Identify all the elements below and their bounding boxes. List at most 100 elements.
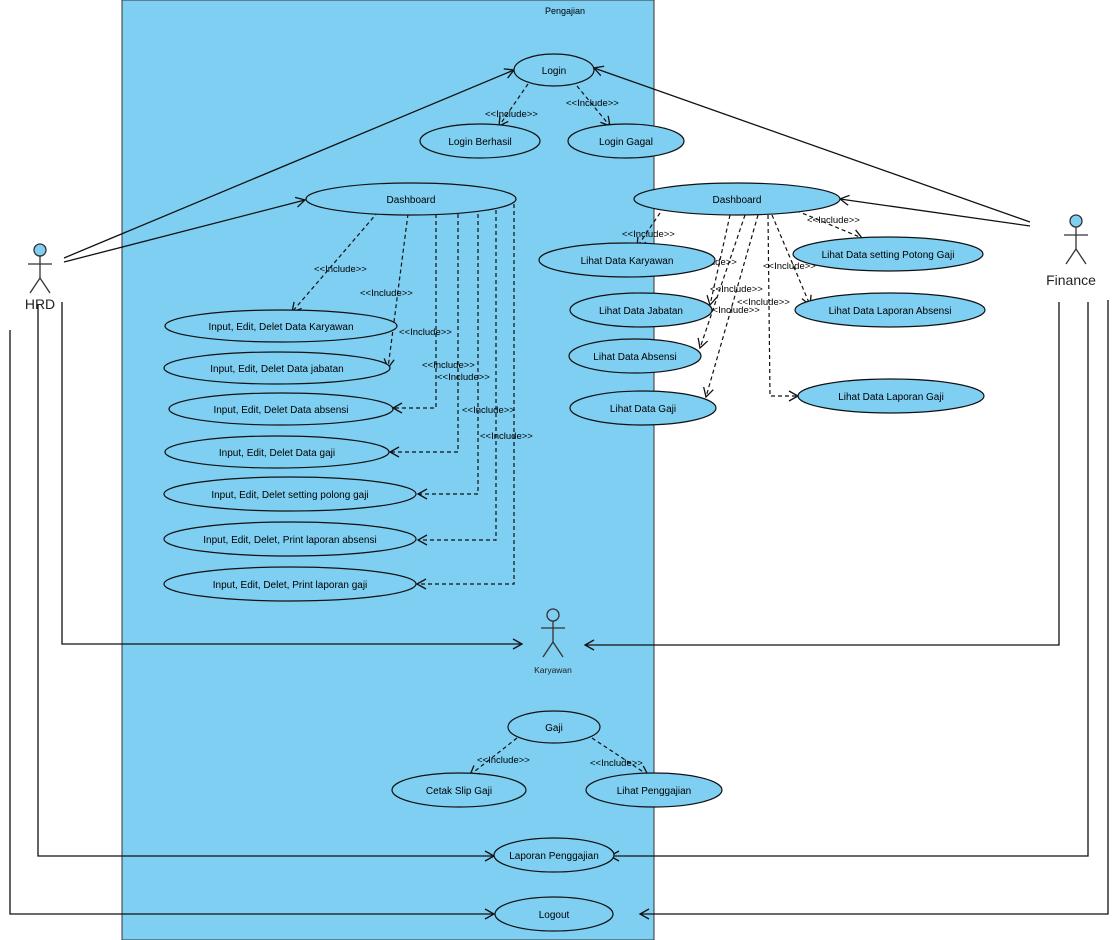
usecase-hrd-item-5[interactable]	[163, 476, 417, 512]
usecase-fin-right-label: Lihat Data Laporan Gaji	[838, 392, 944, 403]
usecase-fin-right-label: Lihat Data setting Potong Gaji	[822, 250, 955, 261]
include-fin-7	[767, 214, 800, 402]
assoc-finance-karyawan	[583, 302, 1060, 651]
assoc-hrd-login	[63, 68, 516, 259]
usecase-logout[interactable]	[494, 896, 614, 932]
include-fin-3	[697, 214, 746, 350]
usecase-hrd-item-label: Input, Edit, Delet, Print laporan absens…	[203, 535, 376, 546]
include-label: <<Include>>	[314, 264, 367, 275]
usecase-fin-left-label: Lihat Data Karyawan	[581, 256, 674, 267]
usecase-hrd-item-label: Input, Edit, Delet setting polong gaji	[211, 490, 368, 501]
include-fin-5	[789, 207, 864, 240]
assoc-hrd-dashboard	[63, 196, 307, 263]
usecase-hrd-item-label: Input, Edit, Delet Data Karyawan	[208, 322, 353, 333]
assoc-finance-logout	[638, 300, 1109, 920]
usecase-fin-left-2[interactable]	[569, 292, 713, 328]
usecase-fin-right-3[interactable]	[797, 378, 985, 414]
include-label: <<Include>>	[707, 305, 760, 316]
include-label: <<Include>>	[437, 372, 490, 383]
assoc-finance-laporan	[608, 302, 1089, 862]
actor-head-icon	[1069, 214, 1083, 228]
usecase-cetak-slip-label: Cetak Slip Gaji	[426, 786, 492, 797]
include-fin-6	[771, 214, 812, 307]
usecase-fin-left-label: Lihat Data Absensi	[593, 352, 676, 363]
include-hrd-5	[416, 214, 479, 500]
include-label: <<Include>>	[710, 284, 763, 295]
usecase-hrd-item-label: Input, Edit, Delet Data jabatan	[210, 364, 343, 375]
include-login-gagal	[576, 85, 611, 128]
include-label: <<Include>>	[566, 98, 619, 109]
actor-karyawan[interactable]	[541, 608, 565, 658]
include-label: <<Include>>	[807, 215, 860, 226]
usecase-fin-right-label: Lihat Data Laporan Absensi	[829, 306, 952, 317]
assoc-finance-login	[592, 65, 1031, 223]
include-login-berhasil	[498, 83, 529, 128]
assoc-hrd-logout	[9, 330, 496, 920]
usecase-login-berhasil[interactable]	[419, 123, 541, 159]
usecase-hrd-item-label: Input, Edit, Delet, Print laporan gaji	[213, 580, 368, 591]
usecase-lihat-penggajian-label: Lihat Penggajian	[617, 786, 692, 797]
assoc-hrd-laporan	[37, 305, 496, 862]
include-label: <<Include>>	[399, 327, 452, 338]
actor-head-icon	[546, 608, 560, 622]
include-label: <<Include>>	[622, 229, 675, 240]
usecase-hrd-item-7[interactable]	[163, 566, 417, 602]
usecase-fin-right-1[interactable]	[792, 236, 984, 272]
usecase-fin-left-3[interactable]	[568, 338, 702, 374]
usecase-fin-left-label: Lihat Data Jabatan	[599, 306, 683, 317]
usecase-fin-left-4[interactable]	[569, 390, 717, 426]
usecase-fin-right-2[interactable]	[794, 292, 986, 328]
include-label: <<Include>>	[485, 109, 538, 120]
usecase-login[interactable]	[513, 53, 595, 87]
usecase-dashboard-finance-label: Dashboard	[713, 195, 762, 206]
usecase-login-berhasil-label: Login Berhasil	[448, 137, 511, 148]
usecase-hrd-item-4[interactable]	[164, 435, 390, 469]
usecase-dashboard-finance[interactable]	[633, 182, 841, 216]
include-hrd-7	[415, 204, 515, 590]
usecase-hrd-item-label: Input, Edit, Delet Data gaji	[219, 448, 335, 459]
usecase-hrd-item-2[interactable]	[163, 351, 391, 385]
include-hrd-2	[383, 213, 409, 370]
include-label: <<Include>>	[763, 261, 816, 272]
actor-hrd[interactable]	[28, 243, 52, 294]
usecase-login-gagal-label: Login Gagal	[599, 137, 653, 148]
usecase-laporan-penggajian[interactable]	[493, 837, 615, 873]
include-label: <<Include>>	[737, 297, 790, 308]
usecase-dashboard-hrd[interactable]	[305, 182, 517, 216]
include-fin-4	[703, 214, 759, 399]
include-label: <<Include>>	[462, 405, 515, 416]
usecase-login-gagal[interactable]	[567, 123, 685, 159]
usecase-login-label: Login	[542, 66, 566, 77]
usecase-fin-left-label: Lihat Data Gaji	[610, 404, 676, 415]
usecase-dashboard-hrd-label: Dashboard	[387, 195, 436, 206]
include-hrd-4	[388, 214, 459, 458]
include-hrd-3	[391, 214, 437, 414]
include-gaji-cetak	[468, 737, 518, 776]
usecase-logout-label: Logout	[539, 910, 570, 921]
actor-finance-label: Finance	[1046, 272, 1096, 288]
actor-hrd-label: HRD	[25, 296, 55, 312]
assoc-finance-dashboard	[838, 194, 1031, 227]
include-hrd-6	[416, 210, 497, 546]
include-label: <<Include>>	[360, 288, 413, 299]
include-fin-2	[706, 214, 731, 307]
usecase-hrd-item-1[interactable]	[164, 309, 398, 343]
actor-karyawan-label: Karyawan	[534, 665, 572, 675]
usecase-fin-left-1[interactable]	[538, 242, 716, 278]
system-boundary	[121, 0, 655, 940]
system-title: Pengajian	[545, 6, 585, 16]
include-label: <<Include>>	[422, 360, 475, 371]
usecase-hrd-item-3[interactable]	[168, 392, 394, 426]
include-label: <<Include>>	[477, 755, 530, 766]
include-label: <<Include>>	[480, 431, 533, 442]
usecase-lihat-penggajian[interactable]	[585, 772, 723, 808]
assoc-hrd-karyawan	[61, 302, 524, 650]
usecase-hrd-item-6[interactable]	[163, 521, 417, 557]
usecase-gaji-label: Gaji	[545, 723, 563, 734]
include-label: <<Include>>	[590, 758, 643, 769]
usecase-cetak-slip[interactable]	[391, 772, 527, 808]
usecase-gaji[interactable]	[507, 710, 601, 744]
actor-head-icon	[33, 243, 47, 257]
actor-finance[interactable]	[1064, 214, 1088, 265]
